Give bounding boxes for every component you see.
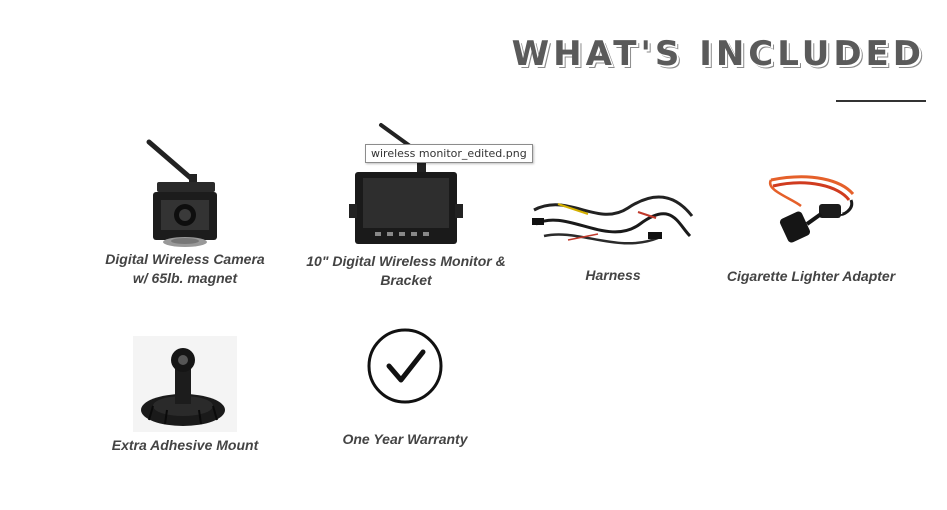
item-camera-caption-line1: Digital Wireless Camera bbox=[105, 251, 265, 267]
item-adhesive-mount-caption: Extra Adhesive Mount bbox=[111, 437, 259, 453]
item-camera: Digital Wireless Camera w/ 65lb. magnet bbox=[100, 138, 270, 288]
item-harness: Harness bbox=[520, 188, 706, 285]
harness-icon bbox=[532, 195, 694, 245]
item-camera-caption-line2: w/ 65lb. magnet bbox=[132, 270, 238, 286]
heading-underline bbox=[836, 100, 926, 102]
item-warranty-caption: One Year Warranty bbox=[342, 431, 468, 447]
item-warranty: One Year Warranty bbox=[320, 326, 490, 449]
section-heading: WHAT'S INCLUDED bbox=[511, 34, 925, 74]
item-monitor-caption-line1: 10" Digital Wireless Monitor & bbox=[306, 253, 506, 269]
monitor-icon bbox=[349, 123, 463, 244]
image-tooltip: wireless monitor_edited.png bbox=[365, 144, 533, 163]
item-monitor-caption-line2: Bracket bbox=[380, 272, 432, 288]
item-harness-caption: Harness bbox=[585, 267, 641, 283]
cigarette-adapter-icon bbox=[768, 175, 855, 243]
item-adhesive-mount: Extra Adhesive Mount bbox=[100, 336, 270, 455]
camera-icon bbox=[146, 139, 217, 247]
checkmark-icon bbox=[367, 328, 443, 404]
item-cigarette-adapter-caption: Cigarette Lighter Adapter bbox=[726, 268, 896, 284]
adhesive-mount-icon bbox=[133, 336, 237, 432]
item-monitor: 10" Digital Wireless Monitor & Bracket bbox=[300, 120, 512, 290]
item-cigarette-adapter: Cigarette Lighter Adapter bbox=[718, 170, 904, 286]
